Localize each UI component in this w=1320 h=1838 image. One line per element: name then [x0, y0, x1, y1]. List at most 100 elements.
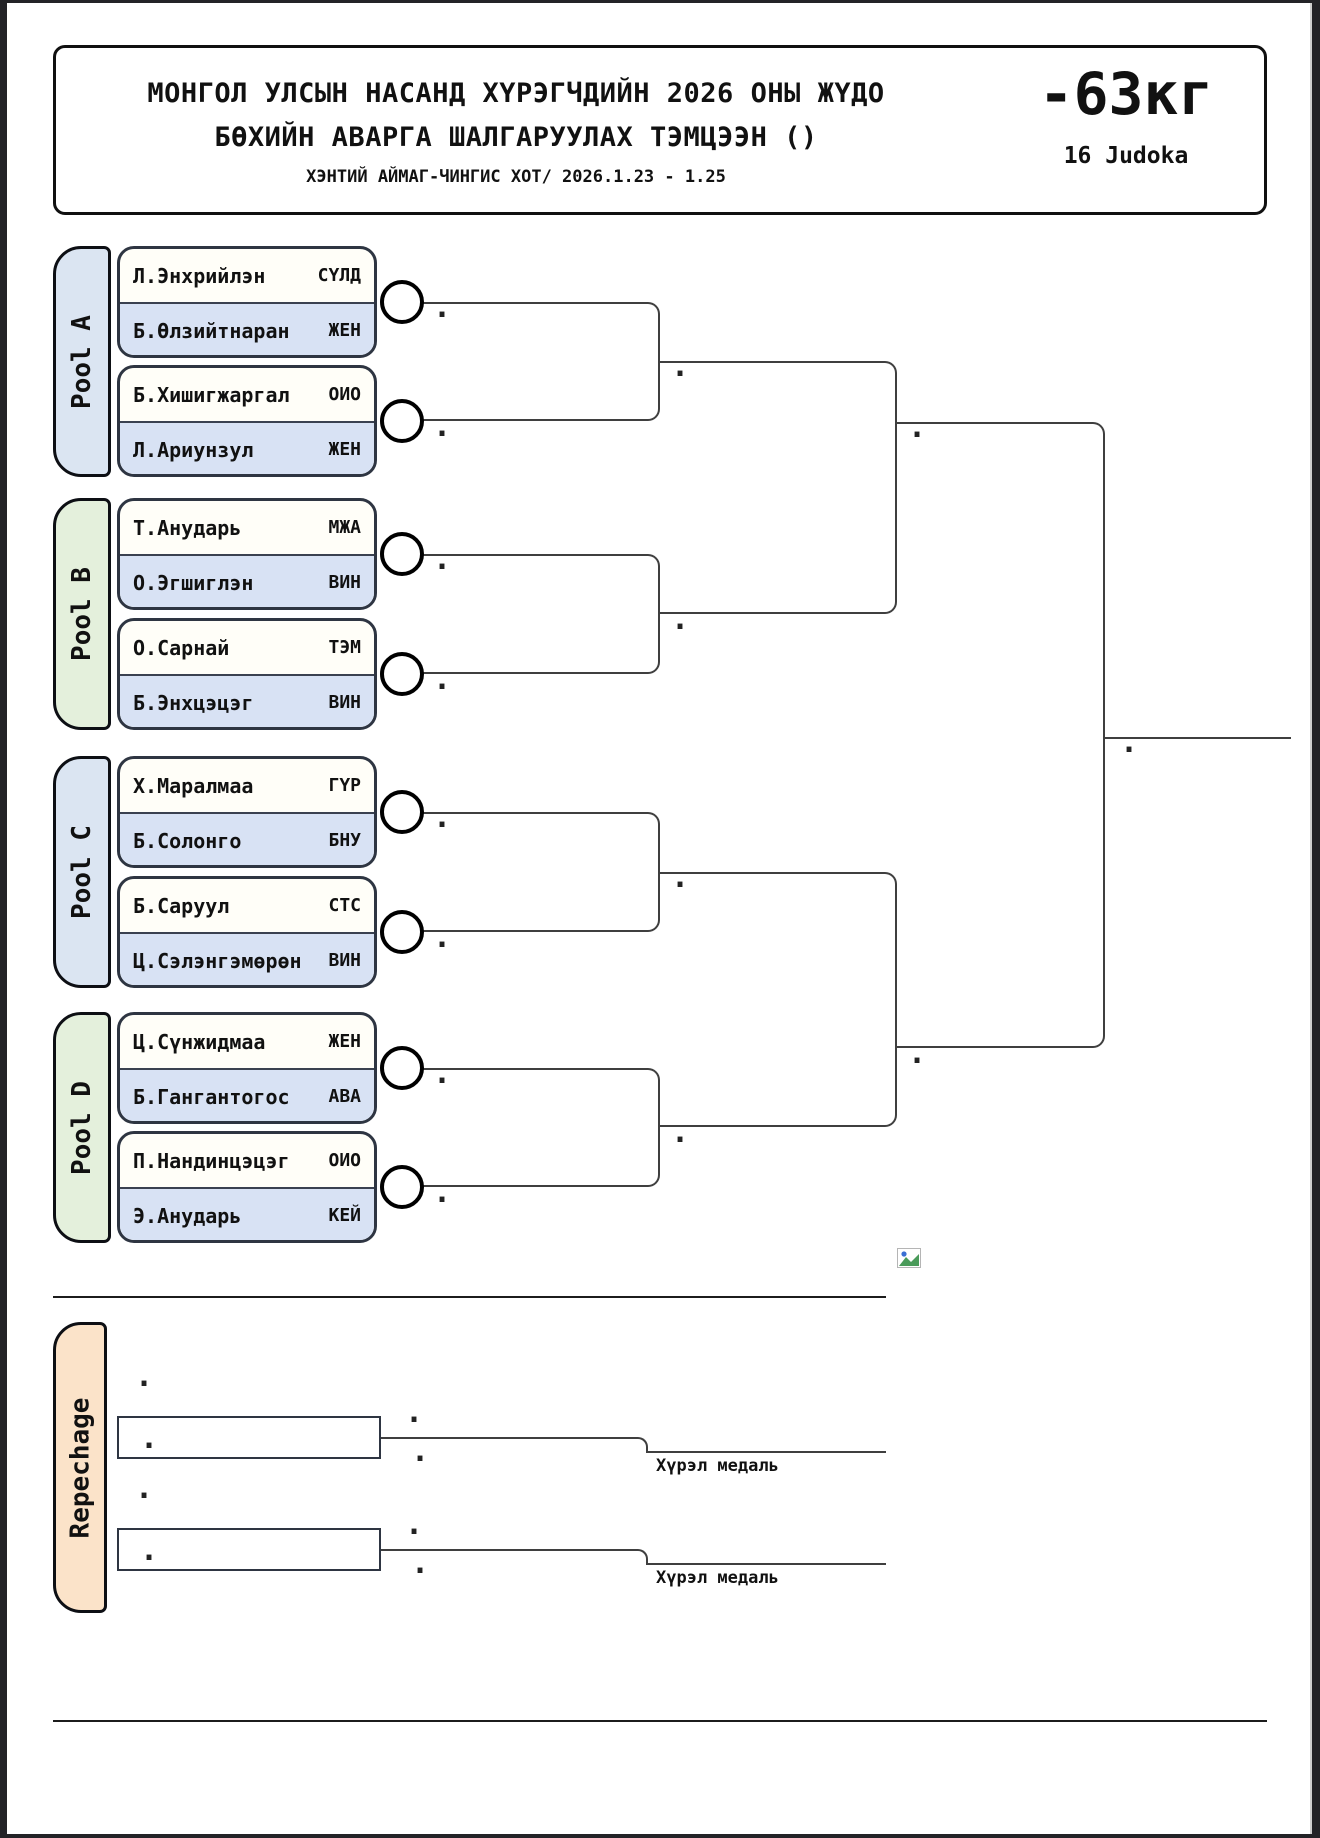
club-code: ЖЕН — [328, 439, 361, 460]
competitor-row: О.Сарнай ТЭМ — [120, 621, 374, 674]
sf-ab-connector — [660, 361, 897, 614]
pool-b-pair-1: Т.Анударь МЖА О.Эгшиглэн ВИН — [117, 498, 377, 610]
match-placeholder-dot: . — [433, 800, 452, 835]
competitor-name: Ц.Сүнжидмаа — [133, 1029, 266, 1054]
repechage-winner-connector — [381, 1549, 648, 1565]
competitor-row: Л.Энхрийлэн СҮЛД — [120, 249, 374, 302]
club-code: ГҮР — [328, 775, 361, 796]
competitor-row: Б.Энхцэцэг ВИН — [120, 674, 374, 727]
competitor-row: Б.Гангантогос АВА — [120, 1068, 374, 1121]
pool-a-label: Pool A — [67, 314, 98, 409]
competitor-name: Х.Маралмаа — [133, 773, 254, 798]
match-placeholder-dot: . — [411, 1434, 430, 1469]
club-code: ОИО — [328, 384, 361, 405]
repechage-slot-box — [117, 1416, 381, 1459]
match-placeholder-dot: . — [140, 1533, 159, 1568]
match-circle-icon — [380, 399, 424, 443]
pool-a-pair-1: Л.Энхрийлэн СҮЛД Б.Өлзийтнаран ЖЕН — [117, 246, 377, 358]
club-code: ВИН — [328, 950, 361, 971]
match-placeholder-dot: . — [405, 1395, 424, 1430]
judoka-count: 16 Judoka — [1063, 143, 1189, 169]
page-top-edge — [0, 0, 1320, 3]
club-code: ЖЕН — [328, 1031, 361, 1052]
match-placeholder-dot: . — [433, 920, 452, 955]
competitor-name: Т.Анударь — [133, 515, 242, 540]
pool-b-label-box: Pool B — [53, 498, 111, 730]
weight-class: -63кг — [1038, 60, 1214, 128]
sf-cd-connector — [660, 872, 897, 1127]
match-placeholder-dot: . — [433, 290, 452, 325]
competitor-name: П.Нандинцэцэг — [133, 1148, 290, 1173]
pool-a-pair-2: Б.Хишигжаргал ОИО Л.Ариунзул ЖЕН — [117, 365, 377, 477]
pool-d-pair-2: П.Нандинцэцэг ОИО Э.Анударь КЕЙ — [117, 1131, 377, 1243]
club-code: МЖА — [328, 517, 361, 538]
page-right-edge — [1310, 0, 1320, 1838]
match-placeholder-dot: . — [405, 1507, 424, 1542]
match-circle-icon — [380, 652, 424, 696]
qf-a-connector — [402, 302, 660, 421]
competitor-name: Б.Өлзийтнаран — [133, 318, 290, 343]
competitor-name: О.Эгшиглэн — [133, 570, 254, 595]
match-circle-icon — [380, 1046, 424, 1090]
qf-c-connector — [402, 812, 660, 932]
club-code: СҮЛД — [317, 265, 361, 286]
pool-c-pair-2: Б.Саруул СТС Ц.Сэлэнгэмөрөн ВИН — [117, 876, 377, 988]
club-code: КЕЙ — [328, 1205, 361, 1226]
pool-d-label-box: Pool D — [53, 1012, 111, 1243]
match-placeholder-dot: . — [140, 1421, 159, 1456]
repechage-label: Repechage — [65, 1397, 96, 1538]
qf-d-connector — [402, 1068, 660, 1187]
pool-b-pair-2: О.Сарнай ТЭМ Б.Энхцэцэг ВИН — [117, 618, 377, 730]
bronze-medal-line — [648, 1451, 886, 1453]
repechage-label-box: Repechage — [53, 1322, 107, 1613]
tournament-title-line2: БӨХИЙН АВАРГА ШАЛГАРУУЛАХ ТЭМЦЭЭН () — [214, 122, 818, 153]
match-placeholder-dot: . — [411, 1546, 430, 1581]
pool-b-label: Pool B — [67, 567, 98, 661]
club-code: ВИН — [328, 572, 361, 593]
match-placeholder-dot: . — [433, 409, 452, 444]
pool-d-pair-1: Ц.Сүнжидмаа ЖЕН Б.Гангантогос АВА — [117, 1012, 377, 1124]
final-connector — [897, 422, 1105, 1048]
competitor-name: Б.Энхцэцэг — [133, 690, 254, 715]
club-code: БНУ — [328, 830, 361, 851]
competitor-row: Ц.Сүнжидмаа ЖЕН — [120, 1015, 374, 1068]
competitor-name: Б.Хишигжаргал — [133, 382, 290, 407]
match-circle-icon — [380, 910, 424, 954]
bronze-medal-label: Хүрэл медаль — [656, 1456, 779, 1476]
qf-b-connector — [402, 554, 660, 674]
match-placeholder-dot: . — [908, 1036, 927, 1071]
tournament-title-line1: МОНГОЛ УЛСЫН НАСАНД ХҮРЭГЧДИЙН 2026 ОНЫ … — [147, 78, 885, 109]
competitor-name: Л.Энхрийлэн — [133, 263, 266, 288]
competitor-row: Б.Өлзийтнаран ЖЕН — [120, 302, 374, 355]
competitor-row: Б.Хишигжаргал ОИО — [120, 368, 374, 421]
match-placeholder-dot: . — [433, 662, 452, 697]
competitor-row: Ц.Сэлэнгэмөрөн ВИН — [120, 932, 374, 985]
pool-c-label: Pool C — [67, 825, 98, 919]
club-code: СТС — [328, 895, 361, 916]
competitor-row: Б.Саруул СТС — [120, 879, 374, 932]
match-placeholder-dot: . — [671, 1115, 690, 1150]
match-placeholder-dot: . — [433, 542, 452, 577]
club-code: ЖЕН — [328, 320, 361, 341]
competitor-name: О.Сарнай — [133, 635, 230, 660]
match-placeholder-dot: . — [671, 860, 690, 895]
section-separator — [53, 1296, 886, 1298]
match-placeholder-dot: . — [135, 1471, 154, 1506]
page-bottom-edge — [0, 1834, 1320, 1838]
club-code: ОИО — [328, 1150, 361, 1171]
repechage-slot-box — [117, 1528, 381, 1571]
competitor-name: Б.Солонго — [133, 828, 242, 853]
match-circle-icon — [380, 280, 424, 324]
club-code: ТЭМ — [328, 637, 361, 658]
club-code: АВА — [328, 1086, 361, 1107]
competitor-name: Э.Анударь — [133, 1203, 242, 1228]
competitor-name: Б.Гангантогос — [133, 1084, 290, 1109]
competitor-row: Э.Анударь КЕЙ — [120, 1187, 374, 1240]
pool-c-label-box: Pool C — [53, 756, 111, 988]
header-box: МОНГОЛ УЛСЫН НАСАНД ХҮРЭГЧДИЙН 2026 ОНЫ … — [53, 45, 1267, 215]
competitor-row: О.Эгшиглэн ВИН — [120, 554, 374, 607]
page-left-edge — [0, 0, 7, 1838]
match-placeholder-dot: . — [433, 1056, 452, 1091]
section-separator — [53, 1720, 1267, 1722]
